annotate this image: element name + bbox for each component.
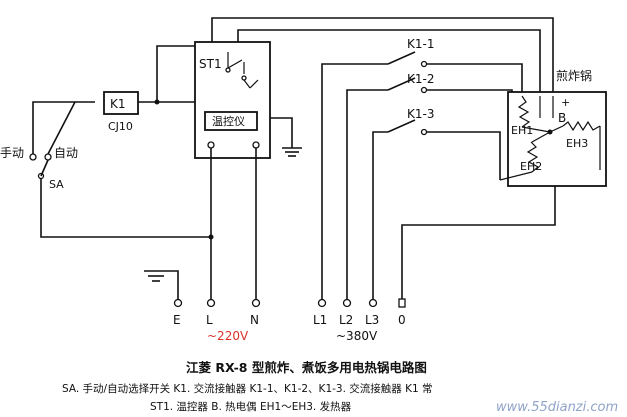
diagram-title: 江菱 RX-8 型煎炸、煮饭多用电热锅电路图	[186, 360, 427, 375]
b-label: B	[558, 111, 566, 125]
eh1-label: EH1	[511, 124, 533, 137]
terminal-l	[206, 298, 216, 308]
wire-k1-2-out	[427, 89, 513, 100]
st1-label: ST1	[199, 57, 222, 71]
legend-line-1: SA. 手动/自动选择开关 K1. 交流接触器 K1-1、K1-2、K1-3. …	[62, 382, 433, 395]
pan-label: 煎炸锅	[556, 68, 592, 83]
terminal-0	[398, 298, 406, 308]
plus-label: +	[561, 96, 570, 109]
wire-l2	[346, 89, 388, 299]
pan-heater-unit: 煎炸锅 + B EH1 EH2 EH3	[499, 68, 607, 187]
terminal-l3	[368, 298, 378, 308]
selector-switch-sa: 手动 自动 SA	[0, 146, 78, 191]
ground-icon	[282, 147, 302, 157]
watermark: www.55dianzi.com	[496, 400, 618, 415]
v380-label: ~380V	[336, 329, 378, 343]
eh3-resistor	[562, 120, 601, 132]
wire-k1-up	[156, 45, 195, 102]
eh2-resistor	[526, 141, 540, 173]
k1-2-label: K1-2	[407, 72, 434, 86]
thermostat-unit: ST1 温控仪	[194, 41, 271, 159]
auto-label: 自动	[54, 146, 78, 160]
terminal-l1	[317, 298, 327, 308]
wire-k1-1-out	[427, 63, 523, 96]
cj10-label: CJ10	[108, 120, 133, 133]
contact-k1-1	[387, 51, 428, 68]
terminal-e	[173, 298, 183, 308]
wire-k1-3-out	[427, 131, 501, 180]
sa-label: SA	[49, 178, 64, 191]
legend-line-2: ST1. 温控器 B. 热电偶 EH1～EH3. 发热器	[150, 400, 352, 413]
wire-sa-bottom	[40, 179, 212, 238]
wire-n0	[401, 180, 556, 299]
k1-1-label: K1-1	[407, 37, 434, 51]
l3-label: L3	[365, 313, 379, 327]
eh3-label: EH3	[566, 137, 588, 150]
wire-st1-ground	[270, 117, 293, 148]
wire-l1	[321, 63, 388, 299]
wire-auto	[47, 101, 76, 155]
eh2-label: EH2	[520, 160, 542, 173]
k1-label: K1	[110, 97, 126, 111]
terminal-l2	[342, 298, 352, 308]
n-label: N	[250, 313, 259, 327]
contactor-coil-k1: K1 CJ10	[103, 91, 139, 133]
zero-label: 0	[398, 313, 406, 327]
manual-label: 手动	[0, 146, 24, 160]
contact-k1-2	[387, 77, 428, 94]
k1-3-label: K1-3	[407, 107, 434, 121]
wire-st1-top	[211, 17, 554, 92]
l-label: L	[206, 313, 213, 327]
e-label: E	[173, 313, 181, 327]
v220-label: ~220V	[207, 329, 249, 343]
contact-k1-3	[387, 119, 428, 136]
wire-st1-top2	[237, 29, 541, 92]
ground-e-icon	[144, 270, 179, 299]
wire-l3	[372, 131, 388, 299]
terminal-n	[251, 298, 261, 308]
eh1-resistor	[517, 95, 531, 128]
l2-label: L2	[339, 313, 353, 327]
l1-label: L1	[313, 313, 327, 327]
thermostat-label: 温控仪	[212, 114, 245, 128]
